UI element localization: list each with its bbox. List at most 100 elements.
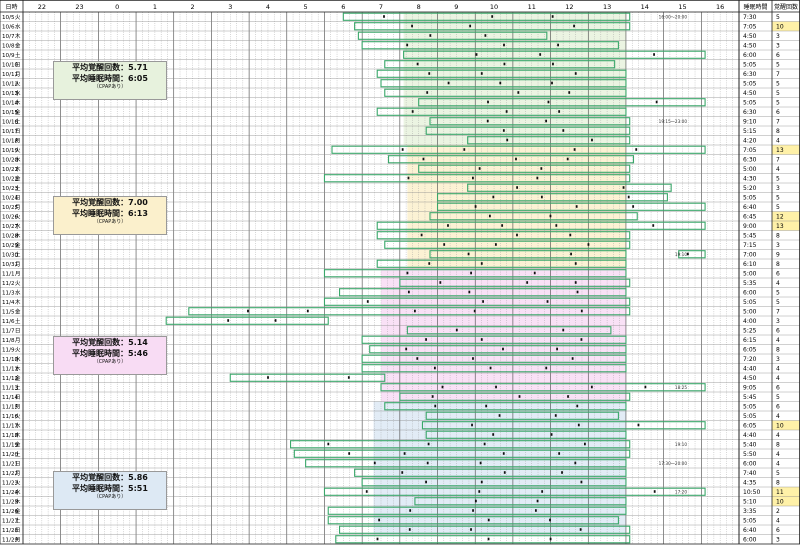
wake-marker [492, 195, 495, 199]
wake-marker [518, 395, 521, 398]
row-sleep-time: 5:05 [743, 195, 757, 202]
row-wake-count: 6 [776, 404, 780, 411]
row-weekday: 木 [15, 99, 21, 107]
row-date: 10/11 [2, 72, 19, 78]
wake-marker [426, 461, 429, 465]
row-date: 10/24 [2, 196, 19, 202]
wake-marker [416, 62, 419, 66]
wake-marker [568, 91, 571, 94]
row-date: 11/10 [2, 357, 19, 363]
wake-marker [587, 243, 590, 246]
row-sleep-time: 5:05 [743, 100, 757, 107]
row-weekday: 火 [15, 480, 21, 487]
wake-marker [468, 290, 471, 294]
sleep-bar [406, 326, 612, 335]
row-date: 10/27 [2, 224, 19, 230]
sleep-bar [384, 402, 627, 411]
row-sleep-time: 4:50 [743, 33, 757, 40]
wake-marker [420, 233, 423, 237]
count-highlight [772, 21, 800, 31]
hour-tick-label: 16 [716, 3, 724, 11]
wake-marker [526, 281, 529, 284]
row-date: 10/13 [2, 91, 19, 97]
row-sleep-time: 7:30 [743, 14, 757, 21]
row-date: 10/22 [2, 177, 18, 183]
row-weekday: 火 [15, 214, 21, 221]
sleep-bar [425, 126, 631, 135]
hour-tick-label: 14 [641, 3, 649, 11]
row-weekday: 金 [15, 374, 21, 382]
row-sleep-time: 5:15 [743, 128, 757, 135]
row-sleep-time: 6:40 [743, 527, 757, 534]
sleep-bar [357, 31, 548, 40]
row-sleep-time: 4:40 [743, 432, 757, 439]
row-weekday: 火 [15, 14, 21, 21]
row-sleep-time: 5:05 [743, 81, 757, 88]
row-weekday: 月 [15, 470, 21, 477]
row-weekday: 水 [15, 488, 21, 496]
row-date: 11/22 [2, 471, 18, 477]
row-weekday: 火 [15, 81, 21, 88]
wake-marker [591, 138, 593, 142]
wake-marker [653, 53, 655, 56]
row-date: 11/4 [2, 300, 15, 306]
sleep-bar [290, 440, 631, 449]
wake-marker [480, 262, 483, 265]
wake-marker [576, 404, 579, 408]
wake-marker [579, 528, 582, 531]
row-date: 10/30 [2, 253, 19, 259]
summary-2-note: （CPAPあり） [93, 219, 127, 225]
wake-marker [577, 423, 580, 427]
row-sleep-time: 6:30 [743, 157, 757, 164]
row-sleep-time: 9:00 [743, 223, 757, 230]
hour-tick-label: 5 [304, 3, 308, 11]
row-date: 10/20 [2, 158, 19, 164]
wake-marker [555, 224, 558, 227]
row-wake-count: 13 [776, 147, 784, 154]
sleep-bar [384, 60, 616, 69]
wake-marker [571, 357, 574, 360]
row-sleep-time: 7:40 [743, 470, 757, 477]
row-sleep-time: 4:00 [743, 318, 757, 325]
row-sleep-time: 5:05 [743, 413, 757, 420]
header-date: 日時 [5, 3, 17, 11]
row-sleep-time: 4:50 [743, 375, 757, 382]
row-date: 11/19 [2, 443, 19, 449]
wake-marker [376, 537, 379, 541]
row-date: 11/9 [2, 348, 15, 354]
row-wake-count: 5 [776, 14, 780, 21]
sleep-bar [384, 88, 627, 97]
row-wake-count: 3 [776, 318, 780, 325]
row-sleep-time: 6:00 [743, 52, 757, 59]
sleep-bar [425, 411, 619, 420]
wake-marker [516, 186, 518, 189]
wake-marker [562, 129, 565, 132]
row-weekday: 火 [15, 347, 21, 354]
row-wake-count: 13 [776, 223, 784, 230]
wake-marker [539, 53, 542, 56]
sleep-bar [429, 212, 638, 221]
wake-marker [492, 433, 495, 436]
wake-marker [306, 309, 309, 313]
sleep-bar [331, 145, 706, 154]
sleep-bar [229, 373, 386, 382]
row-wake-count: 6 [776, 271, 780, 278]
wake-marker [547, 100, 550, 104]
row-wake-count: 6 [776, 385, 780, 392]
wake-marker [431, 395, 434, 398]
wake-marker [556, 347, 558, 351]
row-date: 11/14 [2, 395, 19, 401]
wake-marker [366, 300, 369, 303]
wake-marker [480, 480, 483, 484]
wake-marker [416, 357, 419, 360]
row-sleep-time: 5:00 [743, 309, 757, 316]
row-date: 11/24 [2, 490, 19, 496]
wake-marker [488, 214, 491, 218]
sleep-bar [361, 364, 627, 373]
sleep-bar [429, 117, 631, 126]
row-weekday: 金 [15, 308, 21, 316]
row-wake-count: 2 [776, 508, 780, 515]
row-date: 10/14 [2, 101, 19, 107]
wake-marker [425, 338, 427, 341]
row-wake-count: 6 [776, 109, 780, 116]
